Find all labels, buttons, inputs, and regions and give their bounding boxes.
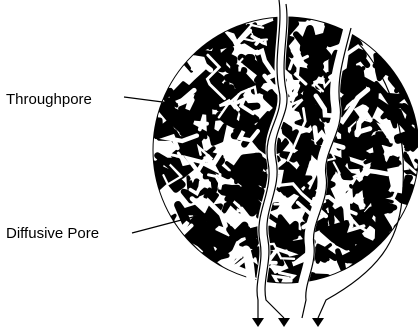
pore-blob [390,71,403,92]
pore-blob [414,197,418,223]
diffusive-pore-label: Diffusive Pore [6,225,99,242]
pore-blob [320,251,335,260]
pore-blob [146,113,161,136]
pore-blob [159,26,192,72]
flow-arrows [252,318,324,327]
arrow-down-icon [252,318,264,327]
pore-blob [267,92,278,106]
pore-blob [131,191,153,209]
throughpore-label: Throughpore [6,91,92,108]
pore-blob [374,201,395,221]
arrow-down-icon [278,318,290,327]
arrow-down-icon [312,318,324,327]
